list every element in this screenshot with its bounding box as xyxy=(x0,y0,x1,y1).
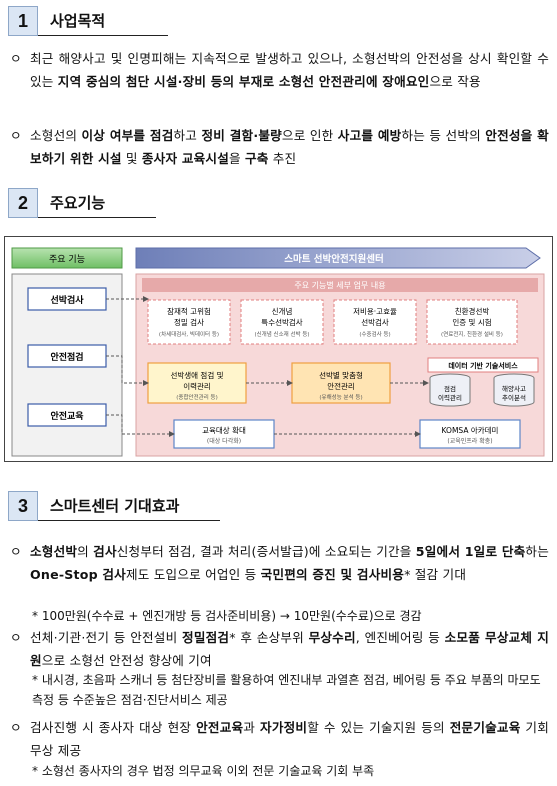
section-number: 1 xyxy=(8,6,38,36)
db-cylinder-2: 해양사고 추이분석 xyxy=(493,373,535,407)
detail-box-sub: (대상 다각화) xyxy=(207,437,241,445)
effect-bullet-1: ㅇ 소형선박의 검사신청부터 점검, 결과 처리(증서발급)에 소요되는 기간을… xyxy=(10,540,549,610)
detail-box-sub: (교육인프라 확충) xyxy=(447,437,492,445)
db-label: 해양사고 xyxy=(502,384,526,393)
detail-box xyxy=(147,299,231,345)
detail-box-line: KOMSA 아카데미 xyxy=(442,425,499,435)
bullet-marker: ㅇ xyxy=(10,51,22,66)
bullet-marker: ㅇ xyxy=(10,128,22,143)
function-diagram: 주요 기능 선박검사 안전점검 안전교육 스마트 선박안전지원센터 주요 기능별… xyxy=(4,236,553,462)
detail-box-sub: (신개념 신소재 선박 등) xyxy=(254,330,309,338)
detail-box-line: 저비용·고효율 xyxy=(353,307,397,316)
detail-box-line: 친환경선박 xyxy=(455,306,490,316)
db-cylinder-1: 점검 이력관리 xyxy=(429,373,471,407)
bullet-text: 소형선박의 검사신청부터 점검, 결과 처리(증서발급)에 소요되는 기간을 5… xyxy=(30,544,549,582)
left-item-ship-inspection: 선박검사 xyxy=(50,294,84,306)
purpose-bullet-1: ㅇ 최근 해양사고 및 인명피해는 지속적으로 발생하고 있으나, 소형선박의 … xyxy=(10,47,549,117)
bullet-text: 최근 해양사고 및 인명피해는 지속적으로 발생하고 있으나, 소형선박의 안전… xyxy=(30,51,549,89)
detail-box-sub: (유해성능 분석 등) xyxy=(319,393,362,401)
section-1-header: 1 사업목적 xyxy=(8,6,168,36)
detail-box xyxy=(147,362,247,404)
detail-box-sub: (연료전지, 친환경 설비 등) xyxy=(441,330,503,338)
detail-box-line: 인증 및 시험 xyxy=(452,317,491,327)
detail-box-line: 이력관리 xyxy=(183,381,211,391)
section-title: 주요기능 xyxy=(50,194,106,212)
purpose-bullet-2: ㅇ 소형선의 이상 여부를 점검하고 정비 결함·불량으로 인한 사고를 예방하… xyxy=(10,124,549,174)
section-number: 3 xyxy=(8,491,38,521)
connector-arrow xyxy=(106,355,149,386)
detail-box xyxy=(333,299,417,345)
footnote: * 100만원(수수료 + 엔진개방 등 검사준비비용) → 10만원(수수료)… xyxy=(32,609,422,623)
detail-box-sub: (수중검사 등) xyxy=(359,330,390,338)
left-item-safety-education: 안전교육 xyxy=(50,410,83,422)
section-2-header: 2 주요기능 xyxy=(8,188,168,218)
detail-box-sub: (차세대검사, 빅데이터 등) xyxy=(159,330,219,338)
data-service-label: 데이터 기반 기술서비스 xyxy=(448,361,518,370)
effect-bullet-2: ㅇ 선체·기관·전기 등 안전설비 정밀점검* 후 손상부위 무상수리, 엔진베… xyxy=(10,626,549,672)
detail-box-line: 잠재적 고위험 xyxy=(167,306,211,316)
footnote: * 소형선 종사자의 경우 법정 의무교육 이외 전문 기술교육 기회 부족 xyxy=(32,764,375,778)
detail-box-line: 교육대상 확대 xyxy=(202,425,246,435)
bullet-text: 소형선의 이상 여부를 점검하고 정비 결함·불량으로 인한 사고를 예방하는 … xyxy=(30,128,549,166)
divider xyxy=(38,520,220,521)
footnote: * 내시경, 초음파 스캐너 등 첨단장비를 활용하여 엔진내부 과열흔 점검,… xyxy=(32,673,541,707)
section-3-header: 3 스마트센터 기대효과 xyxy=(8,491,238,521)
db-label: 이력관리 xyxy=(438,393,462,402)
bullet-marker: ㅇ xyxy=(10,630,22,645)
connector-arrow xyxy=(106,414,175,437)
divider xyxy=(38,217,156,218)
bullet-marker: ㅇ xyxy=(10,544,22,559)
function-header-box xyxy=(11,247,123,269)
detail-box-line: 선박별 맞춤형 xyxy=(319,370,363,380)
section-title: 스마트센터 기대효과 xyxy=(50,497,180,515)
detail-box-line: 신개념 xyxy=(272,306,293,316)
detail-box xyxy=(291,362,391,404)
detail-header-bar xyxy=(142,278,538,292)
detail-box xyxy=(240,299,324,345)
bullet-marker: ㅇ xyxy=(10,720,22,735)
divider xyxy=(38,35,168,36)
detail-box xyxy=(419,419,521,449)
center-title-banner xyxy=(135,247,541,269)
detail-box-line: 안전관리 xyxy=(327,381,355,391)
detail-box-line: 특수선박검사 xyxy=(261,317,302,327)
section-number: 2 xyxy=(8,188,38,218)
detail-box xyxy=(426,299,518,345)
function-header-label: 주요 기능 xyxy=(49,254,85,265)
db-label: 추이분석 xyxy=(502,393,526,402)
bullet-text: 검사진행 시 종사자 대상 현장 안전교육과 자가정비할 수 있는 기술지원 등… xyxy=(30,720,549,758)
section-title: 사업목적 xyxy=(50,12,106,30)
detail-box xyxy=(173,419,275,449)
left-item-safety-check: 안전점검 xyxy=(50,351,83,363)
detail-box-line: 선박검사 xyxy=(361,317,389,327)
detail-header: 주요 기능별 세부 업무 내용 xyxy=(294,280,385,290)
bullet-text: 선체·기관·전기 등 안전설비 정밀점검* 후 손상부위 무상수리, 엔진베어링… xyxy=(30,630,550,668)
db-label: 점검 xyxy=(444,385,456,393)
detail-box-sub: (종합안전관리 등) xyxy=(176,393,217,401)
detail-box-line: 선박생애 점검 및 xyxy=(170,370,223,380)
effect-bullet-3: ㅇ 검사진행 시 종사자 대상 현장 안전교육과 자가정비할 수 있는 기술지원… xyxy=(10,716,549,762)
detail-box-line: 정밀 검사 xyxy=(174,317,204,327)
data-service-box xyxy=(427,357,539,373)
center-title: 스마트 선박안전지원센터 xyxy=(284,253,383,265)
